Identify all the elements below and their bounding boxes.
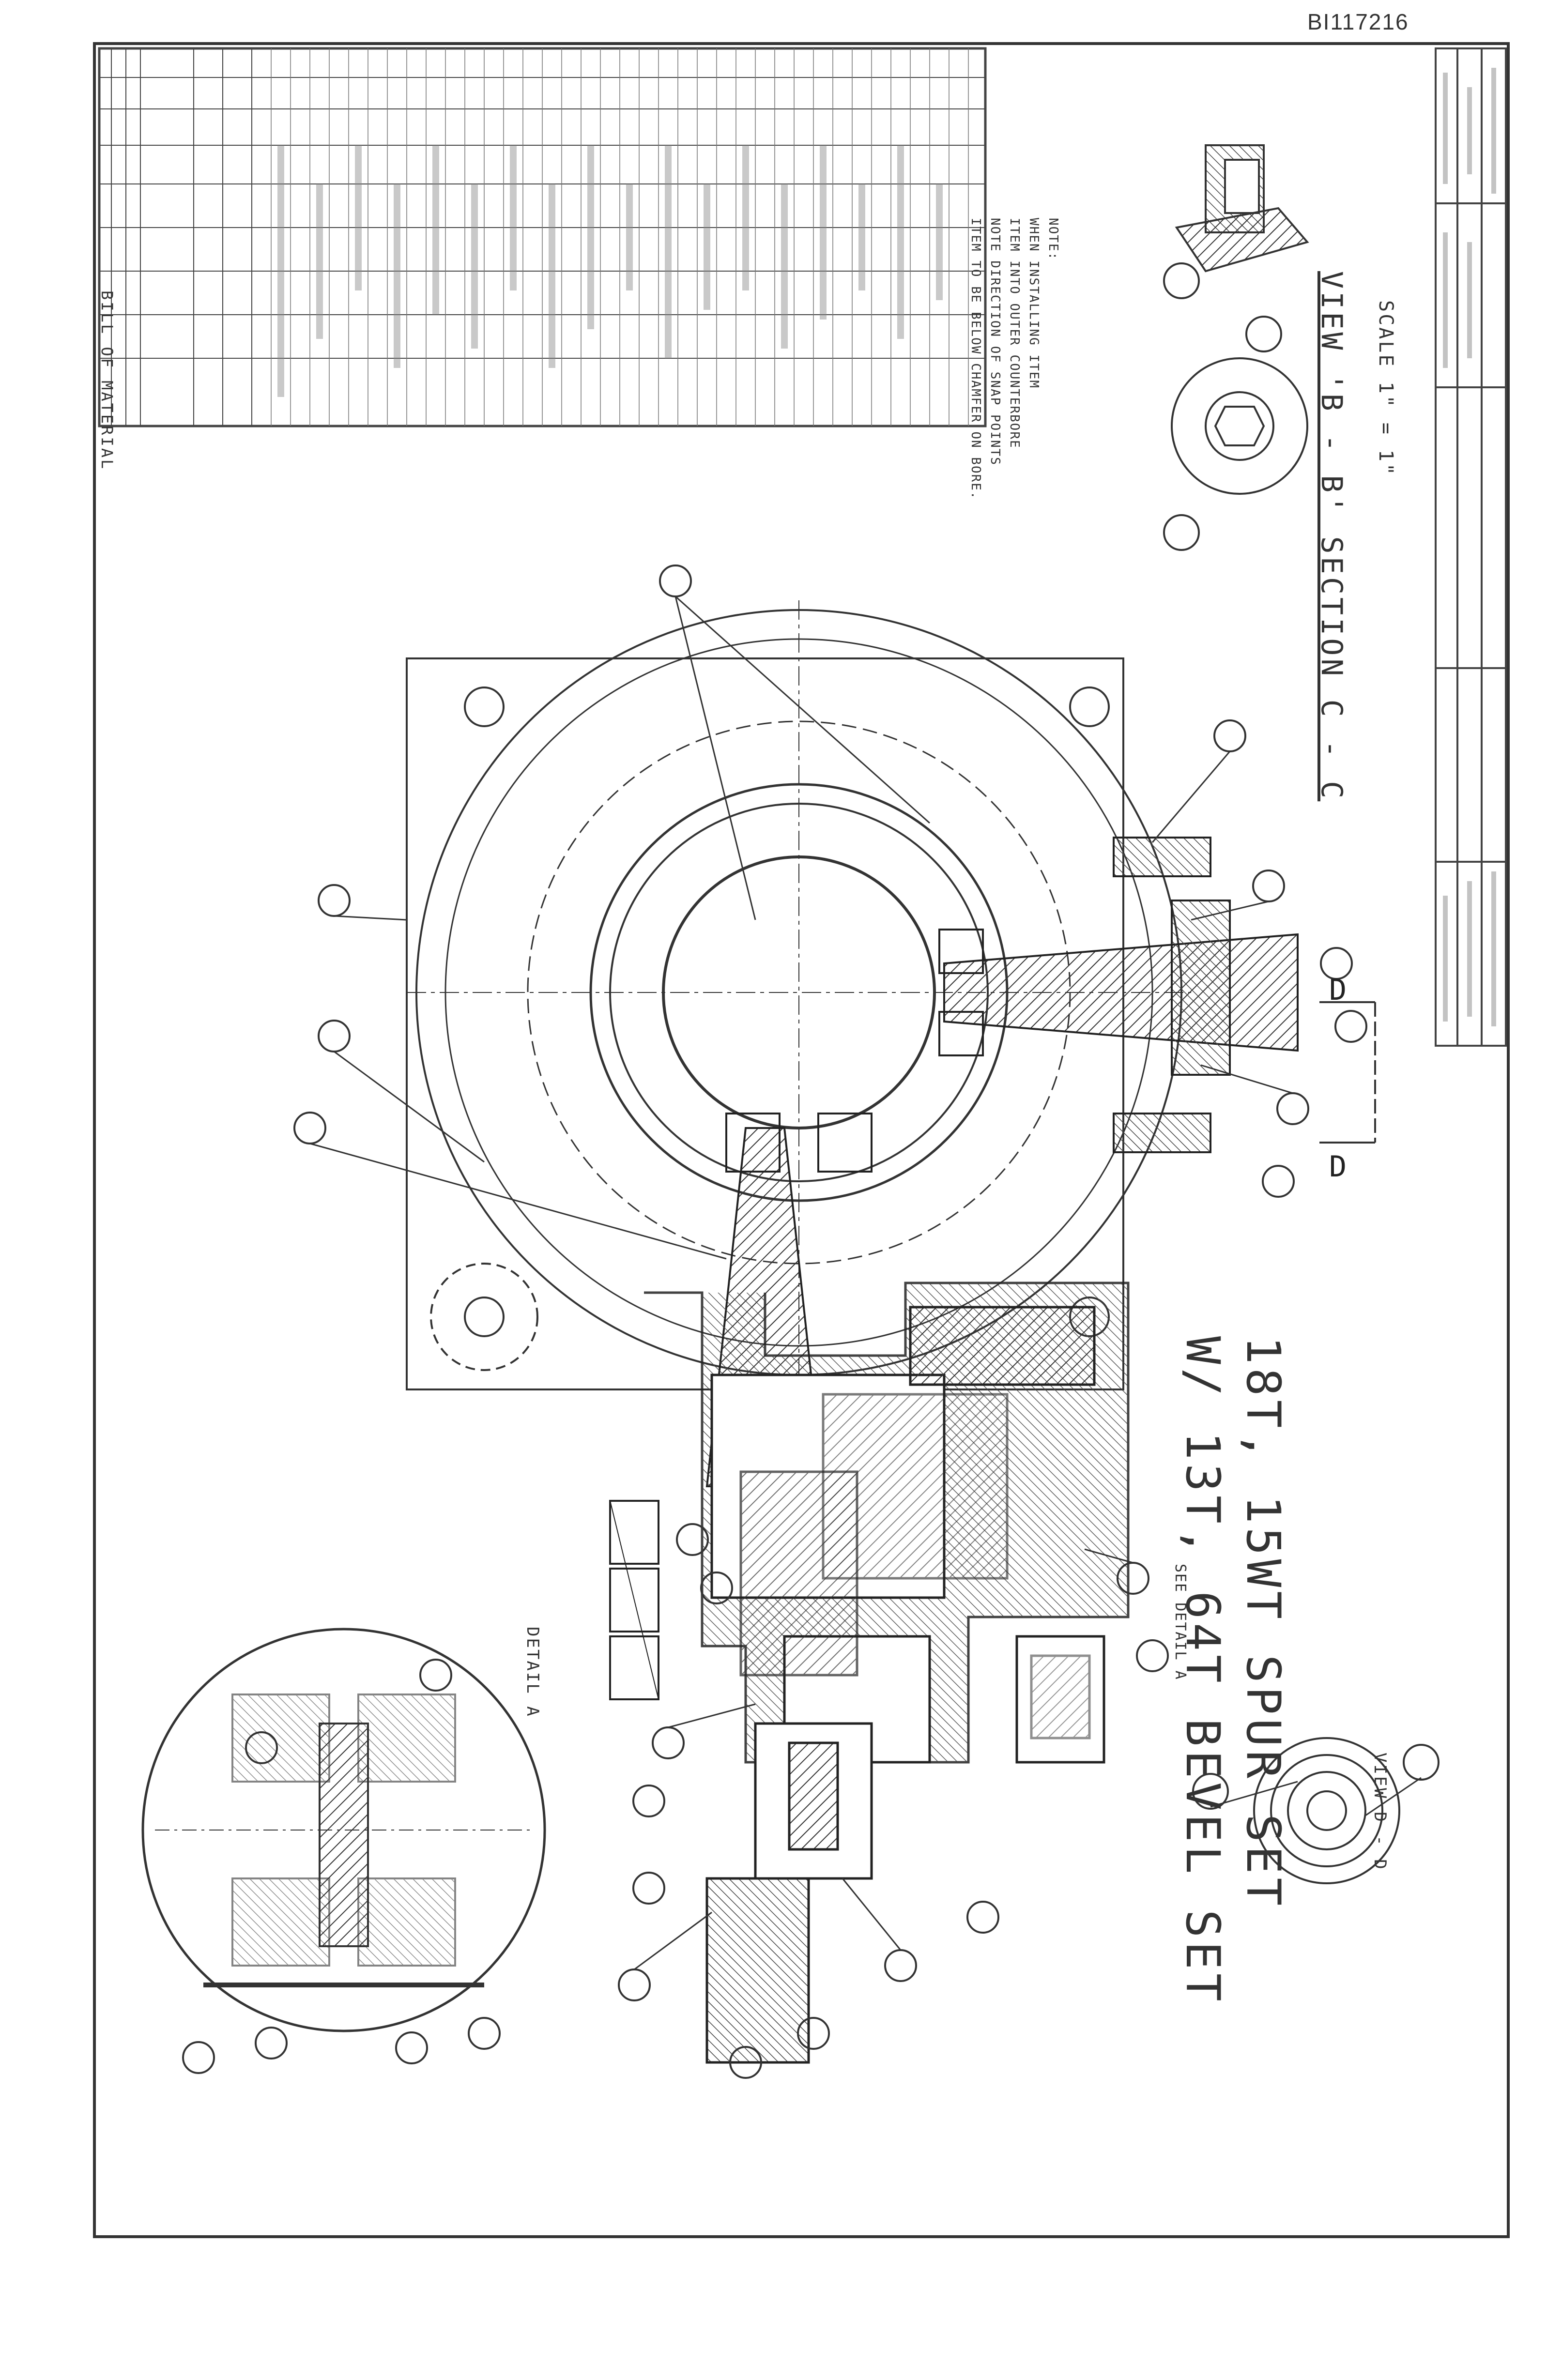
sheet-border: [93, 42, 1510, 2238]
drawing-number: BI117216: [1307, 9, 1409, 34]
section-marker-d-top: D: [1329, 973, 1347, 1007]
section-marker-d-bottom: D: [1329, 1150, 1347, 1184]
bom-title: BILL OF MATERIAL: [98, 290, 116, 471]
note-line: ITEM INTO OUTER COUNTERBORE: [1007, 218, 1022, 449]
spur-gear-set: [609, 1500, 659, 1700]
section-c-c: [1163, 144, 1309, 299]
title-block: [1435, 47, 1507, 1047]
view-b-b-label: VIEW 'B - B' SECTION C - C: [1315, 271, 1348, 802]
gearbox-housing: [644, 1282, 1130, 2064]
note-line: ITEM TO BE BELOW CHAMFER ON BORE.: [968, 218, 983, 500]
note-line: NOTE:: [1046, 218, 1060, 261]
view-d-d: [1192, 1737, 1440, 1884]
section-arrows: [1319, 1001, 1376, 1144]
note-line: WHEN INSTALLING ITEM: [1026, 218, 1041, 389]
output-shaft: [938, 837, 1299, 1153]
view-d-d-label: VIEW D - D: [1370, 1753, 1390, 1871]
detail-a-label: DETAIL A: [523, 1627, 542, 1718]
note-line: NOTE DIRECTION OF SNAP POINTS: [988, 218, 1002, 466]
assembly-title-line-1: 18T, 15WT SPUR SET: [1236, 1336, 1290, 1910]
see-detail-a-label: SEE DETAIL A: [1172, 1564, 1189, 1680]
leader-lines: [309, 595, 1422, 1970]
view-b-b: [1163, 316, 1308, 551]
scale-label: SCALE 1" = 1": [1375, 300, 1397, 477]
installation-note: NOTE: WHEN INSTALLING ITEM ITEM INTO OUT…: [966, 218, 1063, 500]
detail-a-view: [141, 1628, 546, 2032]
bill-of-material-table: [98, 47, 987, 427]
